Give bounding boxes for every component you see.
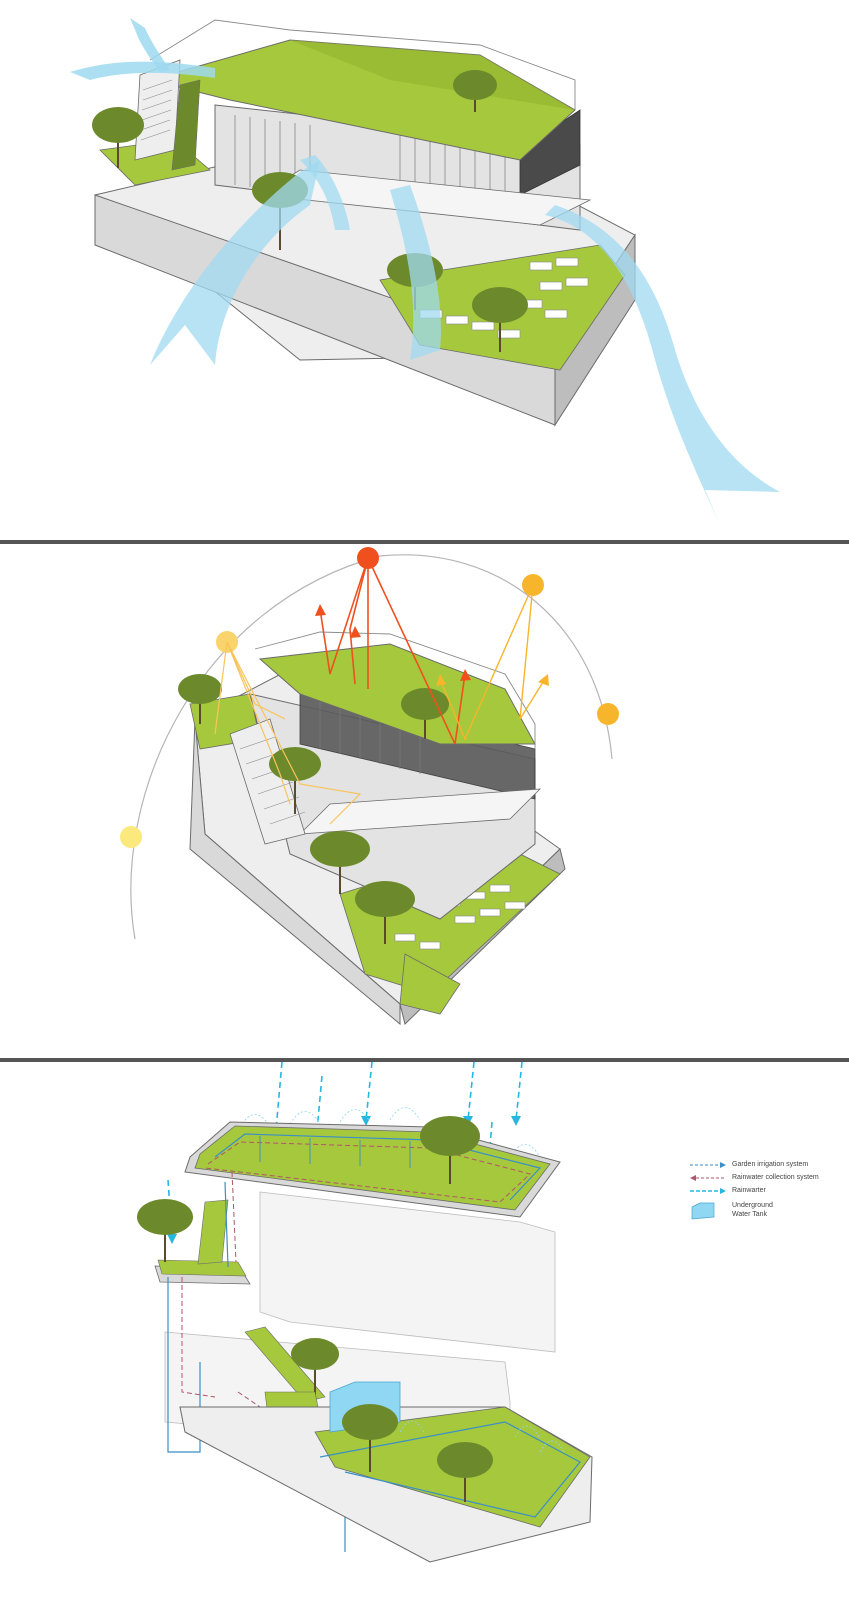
tree <box>420 1116 480 1184</box>
ground-garden <box>399 953 461 1015</box>
wind-arrow-center <box>390 185 441 360</box>
ghost-volume-upper <box>259 1191 556 1353</box>
ray-arrowheads <box>315 604 471 681</box>
tree <box>342 1404 398 1472</box>
roof-parapet <box>254 631 536 749</box>
green-roof-dark <box>290 40 575 110</box>
tree <box>437 1442 493 1502</box>
legend: Garden irrigation system Rainwater colle… <box>690 1158 840 1221</box>
wind-diagram <box>70 18 780 525</box>
roof-parapet <box>149 19 576 110</box>
sun-rays-red <box>319 557 466 745</box>
stair-tower <box>134 59 181 161</box>
roof-collection-pipe <box>204 1141 532 1203</box>
legend-item-irrigation: Garden irrigation system <box>690 1158 840 1171</box>
green-wall <box>197 1199 229 1265</box>
sun-rays-orange <box>439 584 546 741</box>
stair-tower <box>229 718 306 845</box>
tree <box>355 881 415 944</box>
sun-icon <box>120 826 142 848</box>
tree <box>269 747 321 814</box>
wind-arrow-right <box>545 205 780 525</box>
ray-arrowheads <box>436 674 549 686</box>
solar-diagram <box>120 547 619 1026</box>
dashed-arrow-icon <box>690 1187 726 1194</box>
sprinkler-sprays <box>399 1420 565 1453</box>
sun-icon <box>597 703 619 725</box>
panel-divider <box>0 1058 849 1062</box>
legend-tank-line2: Water Tank <box>732 1211 768 1218</box>
tree <box>453 70 497 112</box>
legend-label: Rainwarter <box>732 1187 766 1194</box>
wind-arrow-left <box>150 160 320 365</box>
stair-treads <box>140 79 173 141</box>
floor-slab <box>298 788 542 835</box>
legend-label: Garden irrigation system <box>732 1161 809 1168</box>
stair-garden <box>244 1326 326 1403</box>
tree <box>137 1199 193 1262</box>
wind-arrow-center-2 <box>300 155 350 230</box>
legend-item-rainwater: Rainwarter <box>690 1184 840 1197</box>
site-base-left <box>189 718 401 1026</box>
legend-tank-line1: Underground <box>732 1202 773 1209</box>
rainwater-diagram <box>137 1062 593 1563</box>
tree <box>291 1338 339 1397</box>
sun-path-arc <box>130 554 613 940</box>
legend-label: Rainwater collection system <box>732 1174 819 1181</box>
tree <box>310 831 370 894</box>
rainwater-diagram-panel: Garden irrigation system Rainwater colle… <box>0 1062 849 1600</box>
water-tank-icon <box>691 1202 715 1220</box>
legend-item-tank: Underground Water Tank <box>690 1201 840 1221</box>
wind-diagram-panel <box>0 0 849 540</box>
ground-irrigation-pipe <box>319 1421 581 1518</box>
dashed-arrow-icon <box>690 1174 726 1181</box>
roof-pipe-risers <box>259 1136 411 1168</box>
legend-item-collection: Rainwater collection system <box>690 1171 840 1184</box>
dashed-arrow-icon <box>690 1161 726 1168</box>
tree <box>92 107 144 168</box>
legend-label: Underground Water Tank <box>732 1201 773 1219</box>
tree <box>472 287 528 352</box>
green-wall <box>171 79 201 171</box>
solar-diagram-panel <box>0 544 849 1058</box>
tree <box>178 674 222 724</box>
wind-arrow-roof-up <box>130 18 170 72</box>
wind-arrow-roof <box>70 61 215 80</box>
tree <box>401 688 449 739</box>
panel-divider <box>0 540 849 544</box>
sun-rays-pale <box>214 641 362 825</box>
